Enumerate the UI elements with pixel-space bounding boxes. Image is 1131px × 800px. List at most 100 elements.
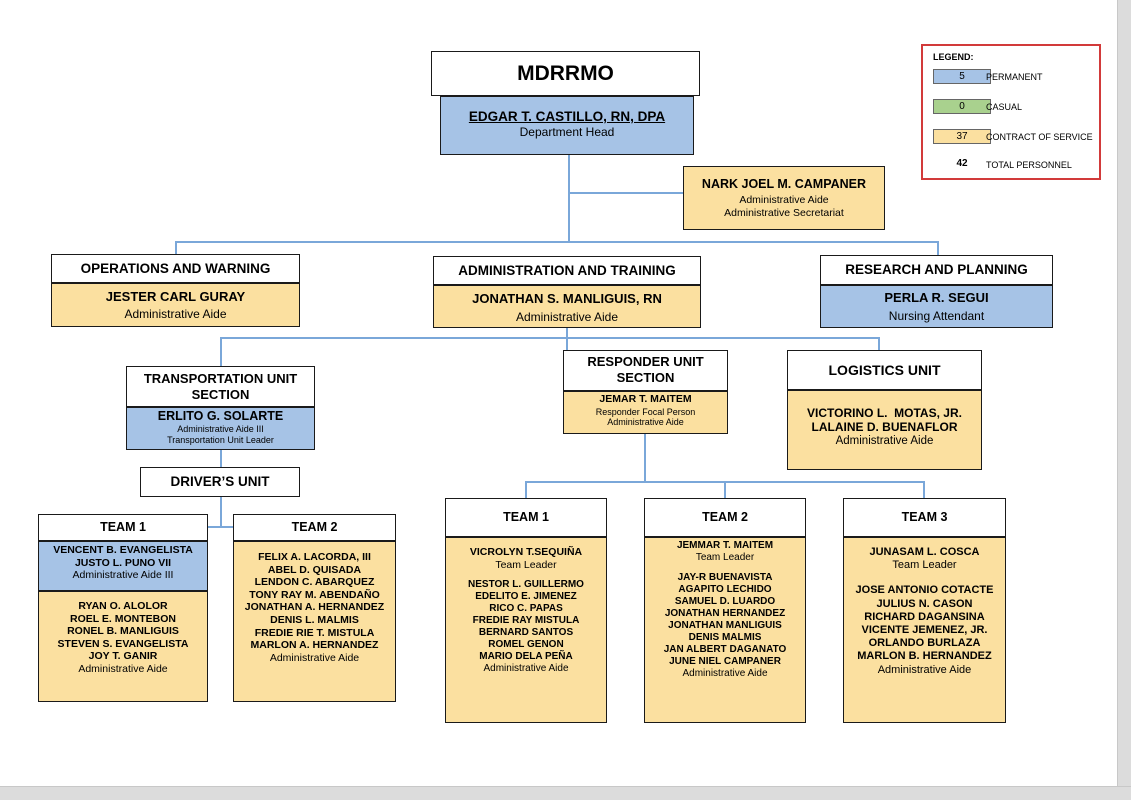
logistics-staff-name-2: LALAINE D. BUENAFLOR — [811, 420, 958, 435]
responder-team-3-member: JULIUS N. CASON — [876, 597, 973, 610]
administration-staff-role: Administrative Aide — [515, 309, 619, 324]
responder-title-line-1: RESPONDER UNIT — [587, 354, 704, 369]
transportation-title-box: TRANSPORTATION UNIT SECTION — [126, 366, 315, 407]
responder-team-3-member: VICENTE JEMENEZ, JR. — [861, 623, 988, 636]
responder-staff-name: JEMAR T. MAITEM — [599, 393, 692, 405]
responder-team-3-leader: JUNASAM L. COSCA — [869, 546, 980, 558]
operations-title-box: OPERATIONS AND WARNING — [51, 254, 300, 283]
secretariat-name: NARK JOEL M. CAMPANER — [701, 177, 867, 191]
connector-line — [568, 192, 684, 194]
logistics-staff-box: VICTORINO L. MOTAS, JR. LALAINE D. BUENA… — [787, 390, 982, 470]
connector-line — [644, 434, 646, 482]
transportation-staff-box: ERLITO G. SOLARTE Administrative Aide II… — [126, 407, 315, 450]
administration-staff-box: JONATHAN S. MANLIGUIS, RN Administrative… — [433, 285, 701, 328]
drivers-unit-box: DRIVER’S UNIT — [140, 467, 300, 497]
department-head-box: EDGAR T. CASTILLO, RN, DPA Department He… — [440, 96, 694, 155]
secretariat-role-1: Administrative Aide — [739, 194, 829, 206]
driver-team-1-permanent-role: Administrative Aide III — [72, 569, 174, 582]
responder-team-2-leader: JEMMAR T. MAITEM — [676, 540, 774, 551]
research-title: RESEARCH AND PLANNING — [845, 262, 1028, 277]
responder-team-2-member: JAY-R BUENAVISTA — [677, 572, 773, 583]
spacer — [645, 564, 805, 572]
responder-team-1-role: Administrative Aide — [483, 663, 569, 675]
page-edge-right — [1117, 0, 1131, 800]
connector-line — [923, 481, 925, 498]
responder-team-1-member: MARIO DELA PEÑA — [479, 651, 573, 663]
legend-count-contract: 37 — [956, 131, 968, 142]
responder-staff-role-1: Responder Focal Person — [595, 406, 696, 417]
legend: LEGEND: 5 PERMANENT 0 CASUAL 37 CONTRACT… — [921, 44, 1101, 180]
driver-team-1-member: ROEL E. MONTEBON — [70, 612, 176, 625]
responder-team-2-role: Administrative Aide — [682, 668, 768, 679]
responder-team-2-members-box: JEMMAR T. MAITEM Team Leader JAY-R BUENA… — [644, 537, 806, 723]
connector-line — [208, 526, 234, 528]
responder-team-3-member: RICHARD DAGANSINA — [864, 610, 985, 623]
legend-label-contract: CONTRACT OF SERVICE — [986, 132, 1093, 142]
responder-team-3-members-box: JUNASAM L. COSCA Team Leader JOSE ANTONI… — [843, 537, 1006, 723]
driver-team-1-title: TEAM 1 — [100, 520, 146, 534]
legend-count-permanent: 5 — [959, 71, 965, 82]
driver-team-2-member: JONATHAN A. HERNANDEZ — [244, 601, 385, 614]
legend-label-total: TOTAL PERSONNEL — [986, 160, 1072, 170]
legend-swatch-contract: 37 — [933, 129, 991, 144]
responder-team-2-member: JUNE NIEL CAMPANER — [669, 656, 781, 667]
responder-team-1-member: BERNARD SANTOS — [478, 627, 574, 639]
legend-label-permanent: PERMANENT — [986, 72, 1043, 82]
connector-line — [566, 328, 568, 350]
connector-line — [220, 337, 880, 339]
driver-team-1-permanent-name: VENCENT B. EVANGELISTA — [53, 544, 193, 556]
connector-line — [878, 337, 880, 350]
office-title: MDRRMO — [517, 62, 614, 85]
connector-line — [724, 481, 726, 498]
responder-team-2-member: JONATHAN HERNANDEZ — [664, 608, 786, 619]
responder-team-1-title: TEAM 1 — [503, 510, 549, 524]
legend-title: LEGEND: — [933, 52, 974, 62]
driver-team-2-member: FELIX A. LACORDA, III — [258, 551, 371, 563]
logistics-staff-name-1: VICTORINO L. MOTAS, JR. — [807, 406, 962, 420]
responder-team-2-member: DENIS MALMIS — [688, 632, 762, 643]
driver-team-1-permanent-box: VENCENT B. EVANGELISTA JUSTO L. PUNO VII… — [38, 541, 208, 591]
driver-team-2-member: MARLON A. HERNANDEZ — [250, 639, 379, 652]
administration-title: ADMINISTRATION AND TRAINING — [458, 263, 676, 278]
operations-staff-name: JESTER CARL GURAY — [105, 289, 246, 304]
responder-team-2-member: JAN ALBERT DAGANATO — [663, 644, 787, 655]
drivers-unit-title: DRIVER’S UNIT — [170, 474, 270, 489]
responder-team-1-member: NESTOR L. GUILLERMO — [468, 579, 584, 591]
operations-title: OPERATIONS AND WARNING — [80, 261, 271, 276]
driver-team-1-role: Administrative Aide — [78, 662, 168, 675]
driver-team-1-members-box: RYAN O. ALOLOR ROEL E. MONTEBON RONEL B.… — [38, 591, 208, 702]
spacer — [446, 571, 606, 579]
responder-team-2-leader-role: Team Leader — [695, 552, 755, 563]
responder-team-1-title-box: TEAM 1 — [445, 498, 607, 537]
responder-team-1-member: RICO C. PAPAS — [489, 603, 563, 615]
responder-team-2-member: JONATHAN MANLIGUIS — [668, 620, 782, 631]
responder-team-2-title: TEAM 2 — [702, 510, 748, 524]
legend-total: 42 — [933, 157, 991, 172]
responder-team-3-member: JOSE ANTONIO COTACTE — [855, 584, 994, 597]
connector-line — [220, 337, 222, 366]
driver-team-1-member: RYAN O. ALOLOR — [78, 600, 168, 612]
transportation-staff-role-2: Transportation Unit Leader — [167, 434, 274, 445]
department-head-name: EDGAR T. CASTILLO, RN, DPA — [468, 109, 666, 124]
driver-team-1-member: STEVEN S. EVANGELISTA — [57, 637, 189, 650]
responder-title-line-2: SECTION — [616, 369, 675, 385]
logistics-staff-role: Administrative Aide — [835, 434, 934, 447]
responder-team-1-leader: VICROLYN T.SEQUIÑA — [469, 546, 583, 558]
research-title-box: RESEARCH AND PLANNING — [820, 255, 1053, 285]
responder-team-2-member: AGAPITO LECHIDO — [678, 584, 772, 595]
driver-team-1-permanent-name: JUSTO L. PUNO VII — [74, 556, 172, 569]
legend-label-casual: CASUAL — [986, 102, 1023, 112]
driver-team-2-role: Administrative Aide — [269, 651, 360, 664]
connector-line — [525, 481, 527, 498]
responder-team-1-member: FREDIE RAY MISTULA — [472, 615, 580, 627]
research-staff-box: PERLA R. SEGUI Nursing Attendant — [820, 285, 1053, 328]
office-title-box: MDRRMO — [431, 51, 700, 96]
transportation-title-line-1: TRANSPORTATION UNIT — [143, 371, 298, 386]
transportation-staff-name: ERLITO G. SOLARTE — [157, 409, 284, 423]
responder-team-3-role: Administrative Aide — [877, 663, 972, 676]
responder-team-3-member: ORLANDO BURLAZA — [868, 637, 981, 650]
connector-line — [175, 241, 177, 255]
connector-line — [937, 241, 939, 256]
responder-staff-box: JEMAR T. MAITEM Responder Focal Person A… — [563, 391, 728, 434]
